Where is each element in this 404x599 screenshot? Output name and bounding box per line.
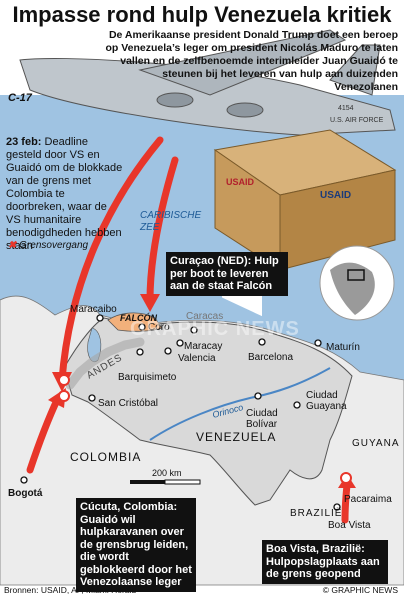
region-caribbean: CARIBISCHE ZEE [140, 210, 202, 233]
sources: Bronnen: USAID, AP, Miami Herald [4, 585, 137, 595]
callout-cucuta: Cúcuta, Colombia: Guaidó wil hulpkaravan… [76, 498, 196, 592]
callout-curacao: Curaçao (NED): Hulp per boot te leveren … [166, 252, 288, 296]
city-marker [314, 339, 322, 347]
region-venezuela: VENEZUELA [196, 430, 277, 444]
arrow-plane-to-colombia [58, 136, 164, 384]
arrow-plane-to-curacao [146, 156, 179, 304]
aid-box-logo-front: USAID [320, 190, 351, 201]
city-marker [88, 394, 96, 402]
region-guyana: GUYANA [352, 438, 400, 449]
city-coro: Coro [148, 322, 170, 333]
city-marker [176, 339, 184, 347]
city-marker [293, 401, 301, 409]
city-marker [20, 476, 28, 484]
city-marker [138, 323, 146, 331]
scale-bar [130, 479, 201, 485]
deadline-text: Deadline gesteld door VS en Guaidó om de… [6, 136, 123, 252]
page-title: Impasse rond hulp Venezuela kritiek [12, 2, 392, 27]
plane-fuselage-marking: U.S. AIR FORCE [330, 117, 384, 124]
watermark: GRAPHIC NEWS [130, 318, 300, 340]
city-san-cristobal: San Cristóbal [98, 398, 159, 409]
deadline-date: 23 feb: [6, 136, 42, 148]
city-marker [96, 314, 104, 322]
andes-range [65, 337, 145, 390]
region-falcon: FALCÓN [120, 313, 157, 323]
city-maracay: Maracay [184, 341, 223, 352]
city-marker [136, 348, 144, 356]
border-crossing-marker [58, 374, 70, 386]
credit: © GRAPHIC NEWS [322, 585, 398, 595]
city-barquisimeto: Barquisimeto [118, 372, 177, 383]
city-marker [258, 338, 266, 346]
plane-label: C-17 [8, 92, 32, 104]
city-barcelona: Barcelona [248, 352, 294, 363]
city-boa-vista: Boa Vista [328, 520, 371, 531]
city-marker [190, 326, 198, 334]
border-crossings [58, 374, 352, 484]
legend-crossing-icon: ✖ [8, 240, 17, 251]
region-brazil: BRAZILIË [290, 508, 343, 519]
border-crossing-marker [340, 472, 352, 484]
plane-tail-number: 4154 [338, 105, 354, 112]
scale-label: 200 km [152, 468, 182, 478]
city-ciudad-bolivar: Ciudad Bolívar [246, 408, 278, 430]
locator-globe [319, 245, 395, 321]
city-marker [164, 347, 172, 355]
city-ciudad-guayana: Ciudad Guayana [306, 390, 347, 412]
page-subtitle: De Amerikaanse president Donald Trump do… [105, 29, 398, 93]
legend: ✖ Grensovergang [8, 240, 88, 251]
arrowhead-curacao [140, 294, 160, 312]
city-bogota: Bogotá [8, 488, 43, 499]
city-caracas: Caracas [186, 311, 224, 322]
city-marker [333, 503, 341, 511]
deadline-note: 23 feb: Deadline gesteld door VS en Guai… [6, 136, 124, 253]
city-markers [20, 314, 341, 511]
aid-box-logo-side: USAID [226, 177, 255, 187]
orinoco-river [149, 367, 331, 441]
callout-boavista: Boa Vista, Brazilië: Hulpopslagplaats aa… [262, 540, 388, 584]
aid-box: USAID USAID [213, 129, 397, 317]
city-maracaibo: Maracaibo [70, 304, 117, 315]
city-pacaraima: Pacaraima [344, 494, 392, 505]
city-valencia: Valencia [178, 353, 216, 364]
legend-crossing-label: Grensovergang [19, 240, 89, 251]
c17-plane: 4154 U.S. AIR FORCE [19, 29, 396, 136]
falcon-state [107, 312, 163, 332]
border-crossing-marker [58, 390, 70, 402]
region-colombia: COLOMBIA [70, 450, 142, 464]
city-maturin: Maturín [326, 342, 360, 353]
city-marker [254, 392, 262, 400]
